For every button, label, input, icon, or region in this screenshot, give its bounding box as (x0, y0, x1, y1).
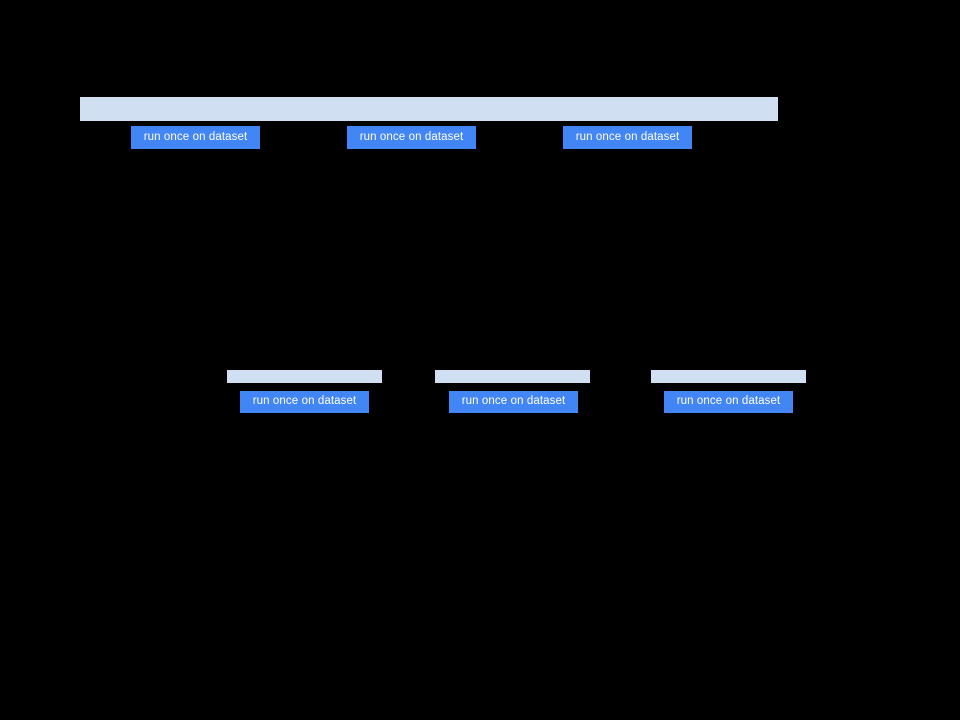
run-once-on-dataset-button-2[interactable]: run once on dataset (347, 126, 476, 149)
run-once-on-dataset-button-5[interactable]: run once on dataset (449, 391, 578, 413)
run-once-on-dataset-button-3[interactable]: run once on dataset (563, 126, 692, 149)
output-bar-1 (227, 370, 382, 383)
run-once-on-dataset-button-4[interactable]: run once on dataset (240, 391, 369, 413)
run-once-on-dataset-button-6[interactable]: run once on dataset (664, 391, 793, 413)
output-bar-3 (651, 370, 806, 383)
output-bar-2 (435, 370, 590, 383)
run-once-on-dataset-button-1[interactable]: run once on dataset (131, 126, 260, 149)
wide-progress-bar (80, 97, 778, 121)
